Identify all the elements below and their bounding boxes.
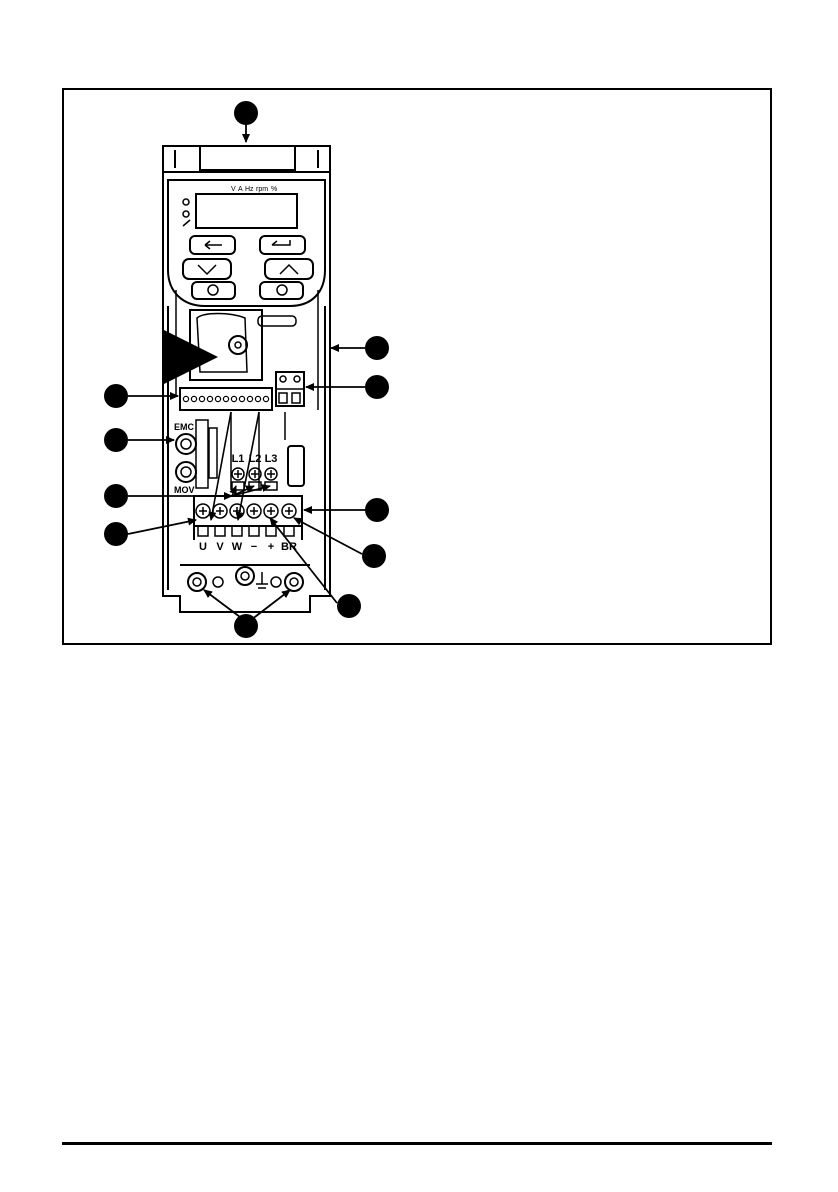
up-key-icon[interactable] bbox=[265, 259, 313, 279]
control-terminal-strip bbox=[180, 388, 272, 410]
output-terminal-label: V bbox=[216, 541, 224, 553]
output-terminal-label: U bbox=[199, 541, 207, 553]
callout-marker bbox=[365, 375, 389, 399]
callout-marker bbox=[104, 522, 128, 546]
earth-screw-right bbox=[285, 573, 303, 591]
display-unit: A bbox=[238, 186, 243, 193]
control-terminal-screw bbox=[223, 396, 228, 401]
display-window bbox=[196, 194, 297, 228]
emc-screw bbox=[176, 434, 196, 454]
control-terminal-screw bbox=[191, 396, 196, 401]
callout-marker bbox=[365, 336, 389, 360]
display-unit: Hz bbox=[245, 186, 254, 193]
callout-marker bbox=[234, 614, 258, 638]
top-bracket bbox=[163, 146, 330, 172]
callout-marker bbox=[234, 101, 258, 125]
control-terminal-screw bbox=[247, 396, 252, 401]
top-latch bbox=[200, 146, 295, 170]
output-terminal-label: − bbox=[251, 541, 257, 553]
control-terminal-screw bbox=[207, 396, 212, 401]
control-terminal-screw bbox=[239, 396, 244, 401]
callout-marker bbox=[337, 594, 361, 618]
down-key-icon[interactable] bbox=[183, 259, 231, 279]
callout-marker bbox=[104, 484, 128, 508]
emc-label: EMC bbox=[174, 422, 195, 432]
leader-line bbox=[251, 590, 290, 620]
comms-door bbox=[190, 310, 262, 380]
supply-terminal-label: L3 bbox=[265, 453, 278, 465]
access-screw bbox=[229, 336, 247, 354]
display-unit: % bbox=[271, 186, 277, 193]
earth-screw-left bbox=[188, 573, 206, 591]
leader-line bbox=[294, 518, 362, 554]
control-terminal-screw bbox=[263, 396, 268, 401]
output-terminal-label: + bbox=[268, 541, 274, 553]
control-terminal-screw bbox=[255, 396, 260, 401]
output-terminal-label: W bbox=[232, 541, 243, 553]
earth-screw-center bbox=[236, 567, 254, 585]
control-terminal-screw bbox=[215, 396, 220, 401]
callout-marker bbox=[365, 498, 389, 522]
footer-rule bbox=[62, 1142, 772, 1145]
mov-label: MOV bbox=[174, 485, 195, 495]
control-terminal-screw bbox=[183, 396, 188, 401]
mov-screw bbox=[176, 462, 196, 482]
control-terminal-screw bbox=[231, 396, 236, 401]
callout-marker bbox=[104, 384, 128, 408]
control-terminal-screw bbox=[199, 396, 204, 401]
leader-line bbox=[204, 590, 244, 620]
leader-line bbox=[270, 518, 337, 603]
rating-label bbox=[288, 446, 304, 486]
callout-marker bbox=[104, 428, 128, 452]
supply-terminal-label: L1 bbox=[232, 453, 245, 465]
display-unit: V bbox=[231, 186, 236, 193]
callout-marker bbox=[362, 544, 386, 568]
display-unit: rpm bbox=[256, 186, 268, 193]
